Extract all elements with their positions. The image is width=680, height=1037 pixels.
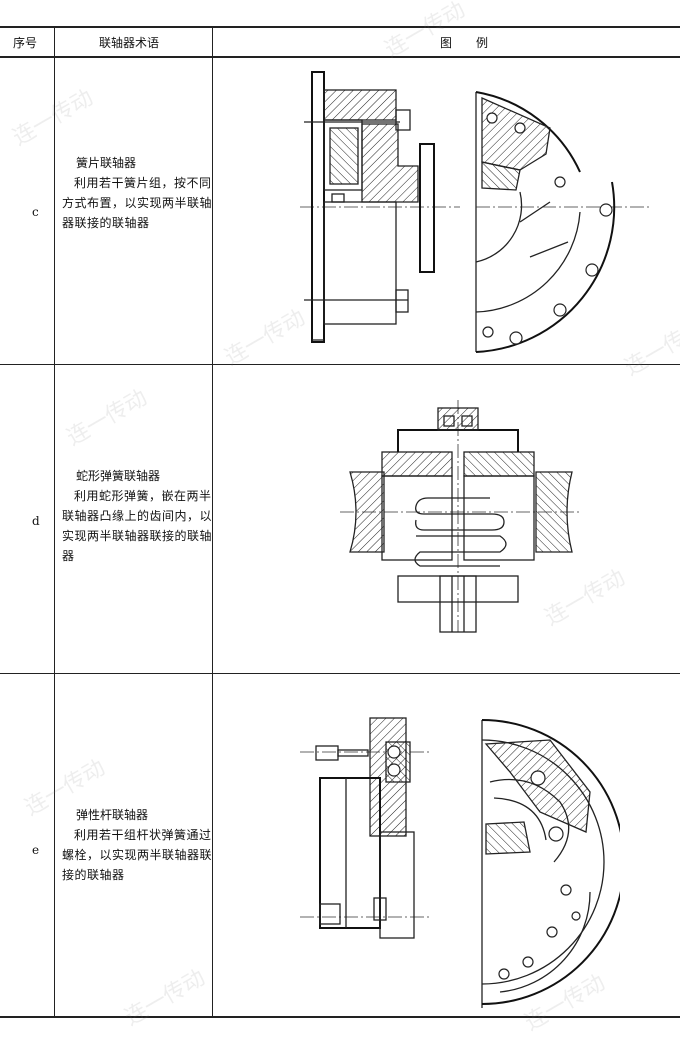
term-cell: 蛇形弹簧联轴器 利用蛇形弹簧，嵌在两半联轴器凸缘上的齿间内，以实现两半联轴器联接… [62,466,212,566]
table-bottom-border [0,1016,680,1018]
header-bottom-border [0,56,680,58]
term-description: 利用若干簧片组，按不同方式布置，以实现两半联轴器联接的联轴器 [62,176,213,230]
row-code: c [32,205,39,219]
row-code: d [32,514,40,528]
serpentine-spring-coupling-drawing [340,400,580,633]
elastic-rod-coupling-drawing [300,717,620,1008]
term-name: 弹性杆联轴器 [76,808,149,822]
watermark: 连一传动 [62,385,152,451]
column-divider-2 [212,26,213,1016]
table-top-border [0,26,680,28]
term-description: 利用若干组杆状弹簧通过螺栓，以实现两半联轴器联接的联轴器 [62,828,213,882]
column-divider-1 [54,26,55,1016]
header-figure: 图 例 [440,36,489,50]
watermark: 连一传动 [8,85,98,151]
term-name: 蛇形弹簧联轴器 [76,469,161,483]
watermark: 连一传动 [120,965,210,1031]
term-description: 利用蛇形弹簧，嵌在两半联轴器凸缘上的齿间内，以实现两半联轴器联接的联轴器 [62,489,213,563]
row-divider-2 [0,673,680,674]
header-number: 序号 [13,36,38,50]
term-cell: 弹性杆联轴器 利用若干组杆状弹簧通过螺栓，以实现两半联轴器联接的联轴器 [62,805,212,885]
header-term: 联轴器术语 [99,36,160,50]
row-divider-1 [0,364,680,365]
row-code: e [32,843,40,857]
diaphragm-spring-coupling-drawing [300,71,650,353]
watermark: 连一传动 [380,0,470,63]
term-name: 簧片联轴器 [76,156,137,170]
term-cell: 簧片联轴器 利用若干簧片组，按不同方式布置，以实现两半联轴器联接的联轴器 [62,153,212,233]
